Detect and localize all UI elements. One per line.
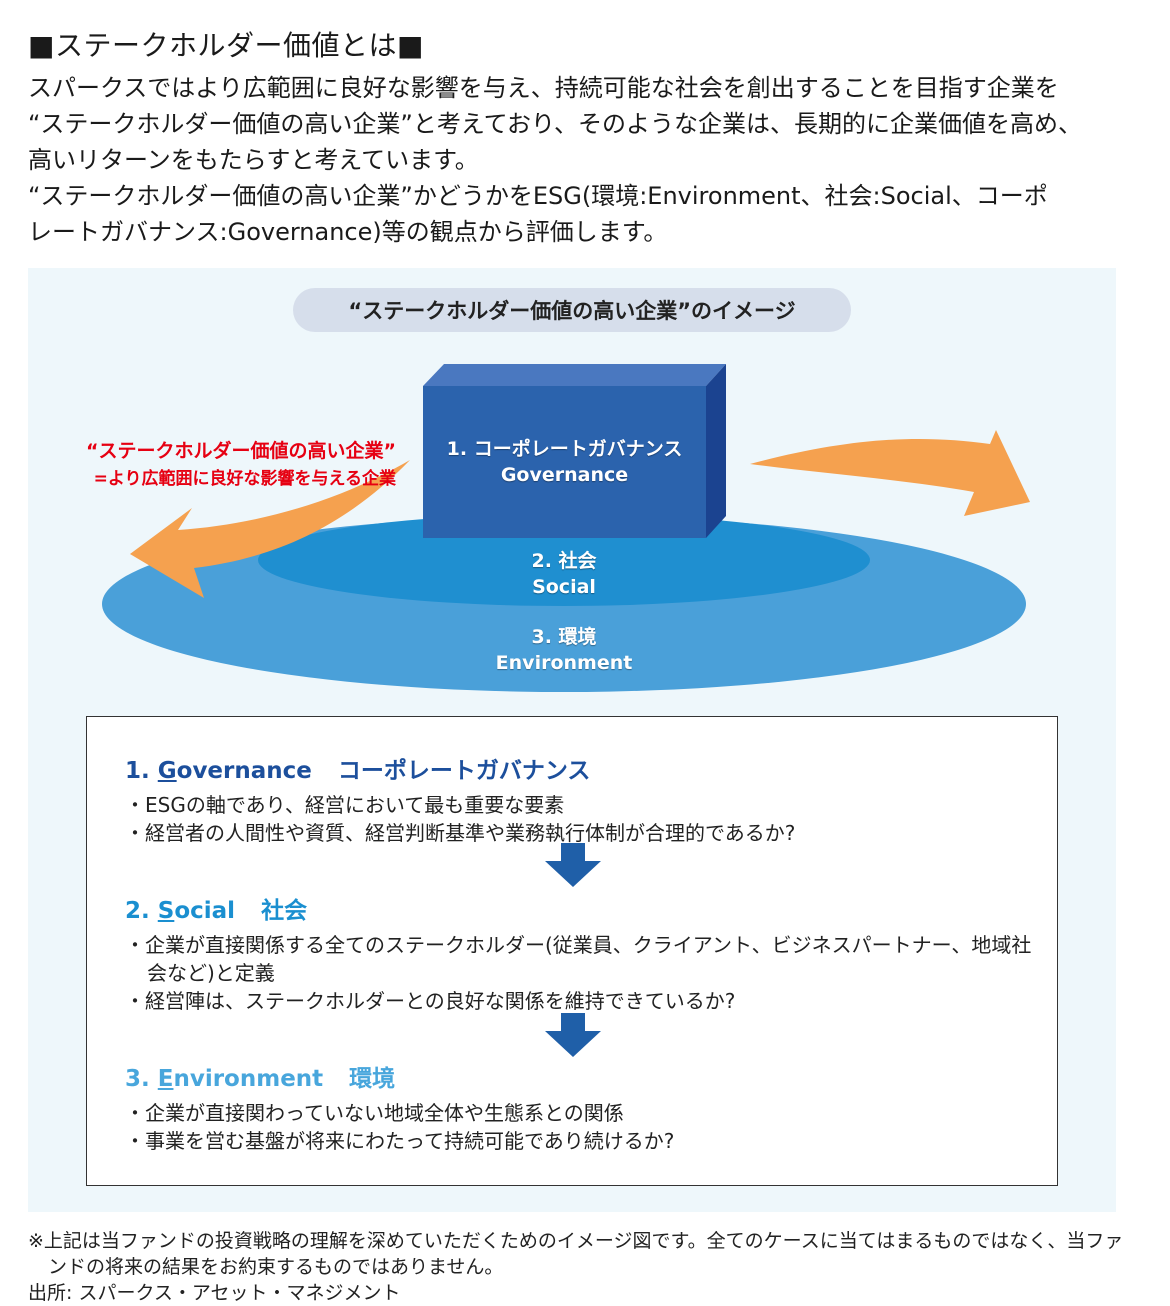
social-section: 2. Social 社会 ・企業が直接関係する全てのステークホルダー(従業員、クラ… (125, 891, 1045, 1015)
governance-box-front (423, 386, 706, 538)
section-title-jp: 社会 (261, 898, 308, 924)
social-label-jp: 2. 社会 (531, 550, 597, 572)
intro-line: スパークスではより広範囲に良好な影響を与え、持続可能な社会を創出することを目指す… (28, 74, 1059, 102)
social-label-en: Social (532, 576, 596, 598)
governance-label: 1. コーポレートガバナンス Governance (423, 436, 706, 488)
stakeholder-label: “ステークホルダー価値の高い企業” (86, 440, 396, 462)
right-arrow (750, 430, 1030, 516)
governance-box-side (706, 364, 726, 538)
section-title-en: overnance (176, 758, 312, 784)
governance-label-en: Governance (500, 464, 629, 486)
environment-section: 3. Environment 環境 ・企業が直接関わっていない地域全体や生態系との… (125, 1059, 1045, 1155)
social-ellipse (258, 514, 870, 606)
intro-line: “ステークホルダー価値の高い企業”かどうかをESG(環境:Environment… (28, 182, 1048, 210)
governance-section: 1. Governance コーポレートガバナンス ・ESGの軸であり、経営におい… (125, 751, 1045, 847)
environment-label-en: Environment (495, 652, 633, 674)
intro-line: “ステークホルダー価値の高い企業”と考えており、そのような企業は、長期的に企業価… (28, 110, 1082, 138)
section-title-jp: 環境 (349, 1066, 396, 1092)
section-number: 2. (125, 898, 158, 924)
left-arrow (130, 460, 410, 598)
bullet-item: ・経営者の人間性や資質、経営判断基準や業務執行体制が合理的であるか? (125, 821, 796, 845)
page-title: ■ステークホルダー価値とは■ (28, 29, 424, 62)
intro-line: 高いリターンをもたらすと考えています。 (28, 146, 479, 174)
disclaimer-note: ※上記は当ファンドの投資戦略の理解を深めていただくためのイメージ図です。全てのケ… (28, 1230, 1124, 1278)
bullet-item: ・企業が直接関係する全てのステークホルダー(従業員、クライアント、ビジネスパート… (125, 933, 1032, 985)
diagram-title: “ステークホルダー価値の高い企業”のイメージ (293, 288, 851, 332)
stakeholder-diagram (102, 364, 1030, 692)
section-title-en: ocial (174, 898, 236, 924)
section-initial: S (157, 898, 175, 924)
section-number: 1. (125, 758, 158, 784)
down-arrow-icon (545, 1013, 601, 1057)
environment-heading: 3. Environment 環境 (125, 1059, 1045, 1093)
bullet-item: ・ESGの軸であり、経営において最も重要な要素 (125, 793, 565, 817)
footer: ※上記は当ファンドの投資戦略の理解を深めていただくためのイメージ図です。全てのケ… (28, 1228, 1128, 1306)
social-heading: 2. Social 社会 (125, 891, 1045, 925)
esg-explanation-box: 1. Governance コーポレートガバナンス ・ESGの軸であり、経営におい… (86, 716, 1058, 1186)
intro-line: レートガバナンス:Governance)等の観点から評価します。 (28, 218, 668, 246)
section-title-en: nvironment (173, 1066, 324, 1092)
source-note: 出所: スパークス・アセット・マネジメント (28, 1282, 401, 1304)
section-title-jp: コーポレートガバナンス (337, 758, 591, 784)
bullet-item: ・企業が直接関わっていない地域全体や生態系との関係 (125, 1101, 624, 1125)
bullet-item: ・経営陣は、ステークホルダーとの良好な関係を維持できているか? (125, 989, 736, 1013)
social-label: 2. 社会 Social (464, 548, 664, 600)
intro-text: スパークスではより広範囲に良好な影響を与え、持続可能な社会を創出することを目指す… (28, 70, 1138, 250)
section-number: 3. (125, 1066, 158, 1092)
governance-box-top (423, 364, 726, 386)
section-initial: G (157, 758, 177, 784)
environment-label: 3. 環境 Environment (444, 624, 684, 676)
governance-label-jp: 1. コーポレートガバナンス (446, 438, 683, 460)
governance-heading: 1. Governance コーポレートガバナンス (125, 751, 1045, 785)
section-initial: E (157, 1066, 174, 1092)
stakeholder-sub-label: =より広範囲に良好な影響を与える企業 (93, 469, 396, 489)
down-arrow-icon (545, 843, 601, 887)
environment-label-jp: 3. 環境 (531, 626, 597, 648)
diagram-panel: “ステークホルダー価値の高い企業”のイメージ “ステークホルダー価値の高い企業”… (28, 268, 1116, 1212)
bullet-item: ・事業を営む基盤が将来にわたって持続可能であり続けるか? (125, 1129, 675, 1153)
